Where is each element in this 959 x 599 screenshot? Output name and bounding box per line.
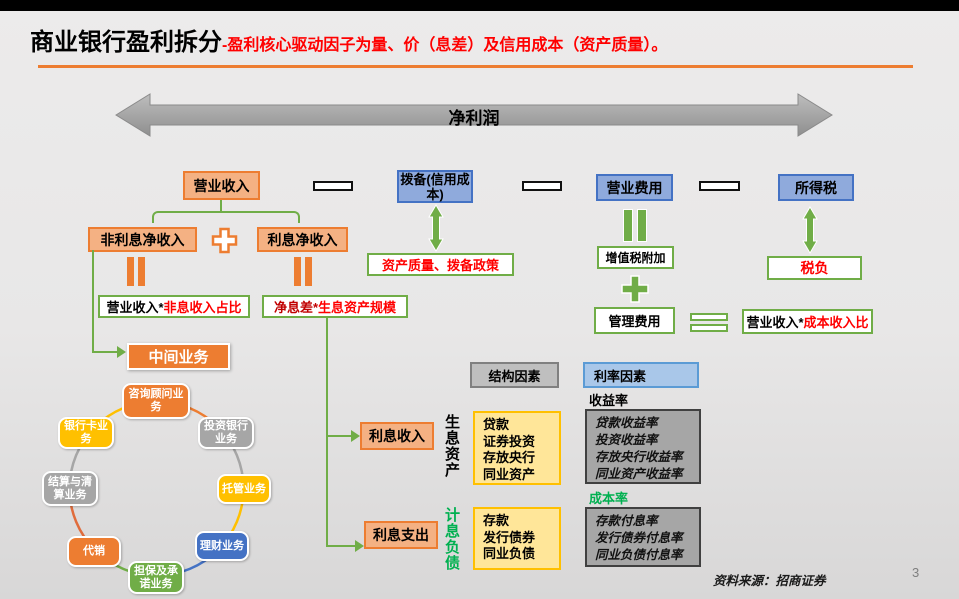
tax-burden-box: 税负 xyxy=(767,256,862,280)
minus-icon xyxy=(522,181,562,191)
list-item: 存款付息率 xyxy=(595,513,658,528)
driver-red-text: 生息资产规模 xyxy=(318,300,397,315)
interest-driver: 净息差*生息资产规模 xyxy=(262,295,408,318)
intermediate-business-box: 中间业务 xyxy=(127,343,230,370)
business-node: 托管业务 xyxy=(217,474,271,504)
connector-line xyxy=(326,435,352,437)
business-node: 结算与清算业务 xyxy=(42,471,98,506)
vertical-double-arrow-icon xyxy=(428,204,444,252)
earning-assets-label: 生息资产 xyxy=(443,414,460,478)
title-divider xyxy=(38,65,913,68)
vertical-double-arrow-icon xyxy=(802,206,818,254)
list-item: 贷款收益率 xyxy=(595,415,658,430)
split-bracket xyxy=(152,211,300,223)
interest-bearing-liabilities-label: 计息负债 xyxy=(443,507,460,571)
equals-icon xyxy=(292,257,314,291)
equals-icon xyxy=(621,209,649,247)
net-profit-label: 净利润 xyxy=(448,109,500,128)
driver-dark-text: 净息差* xyxy=(273,300,319,315)
driver-red-text: 非息收入占比 xyxy=(163,300,242,315)
business-node: 银行卡业务 xyxy=(58,417,114,449)
header: 商业银行盈利拆分-盈利核心驱动因子为量、价（息差）及信用成本（资产质量）。 xyxy=(30,22,667,57)
driver-red-text: 成本收入比 xyxy=(803,315,869,330)
provision-driver-box: 资产质量、拨备政策 xyxy=(367,253,514,276)
rate-factor-box: 利率因素 xyxy=(583,362,699,388)
bracket-stub xyxy=(220,200,222,211)
list-item: 发行债券付息率 xyxy=(595,530,683,545)
cost-rate-list: 存款付息率 发行债券付息率 同业负债付息率 xyxy=(585,507,701,567)
list-item: 同业负债 xyxy=(483,546,536,561)
list-item: 同业资产 xyxy=(483,466,536,482)
connector-line xyxy=(92,250,94,353)
interest-income-box: 利息收入 xyxy=(360,422,434,450)
equals-icon xyxy=(690,313,728,321)
equals-icon xyxy=(690,324,728,332)
vat-box: 增值税附加 xyxy=(597,246,674,269)
yield-title: 收益率 xyxy=(589,393,629,408)
arrowhead-icon xyxy=(355,540,364,552)
business-node: 咨询顾问业务 xyxy=(122,383,190,419)
non-interest-income-box: 非利息净收入 xyxy=(88,227,197,252)
plus-icon xyxy=(621,275,649,303)
list-item: 证券投资 xyxy=(483,433,536,449)
interest-income-net-box: 利息净收入 xyxy=(257,227,348,252)
earning-assets-list: 贷款 证券投资 存放央行 同业资产 xyxy=(473,411,561,485)
non-interest-driver: 营业收入*非息收入占比 xyxy=(98,295,250,318)
list-item: 同业负债付息率 xyxy=(595,547,683,562)
net-profit-arrow: 净利润 xyxy=(112,90,836,140)
arrowhead-icon xyxy=(351,430,360,442)
revenue-box: 营业收入 xyxy=(183,171,260,200)
list-item: 存放央行 xyxy=(483,450,536,465)
liabilities-list: 存款 发行债券 同业负债 xyxy=(473,507,561,570)
connector-line xyxy=(326,545,356,547)
list-item: 发行债券 xyxy=(483,529,536,545)
arrowhead-icon xyxy=(117,346,126,358)
structure-factor-box: 结构因素 xyxy=(470,362,559,388)
driver-black-text: 营业收入* xyxy=(746,315,804,330)
equals-icon xyxy=(125,257,147,291)
business-node: 投资银行业务 xyxy=(198,417,254,449)
list-item: 存款 xyxy=(483,513,510,528)
income-tax-box: 所得税 xyxy=(778,174,854,201)
plus-icon xyxy=(211,227,238,254)
double-arrow-icon xyxy=(115,93,833,137)
provision-box: 拨备(信用成本) xyxy=(397,170,473,203)
list-item: 投资收益率 xyxy=(595,432,658,447)
admin-expense-box: 管理费用 xyxy=(594,307,675,334)
page-subtitle: -盈利核心驱动因子为量、价（息差）及信用成本（资产质量）。 xyxy=(222,37,668,54)
connector-line xyxy=(92,351,118,353)
list-item: 贷款 xyxy=(483,417,510,432)
minus-icon xyxy=(699,181,740,191)
page-title: 商业银行盈利拆分 xyxy=(30,29,222,56)
source-note: 资料来源：招商证券 xyxy=(713,573,826,588)
page-number: 3 xyxy=(912,565,920,580)
yield-list: 贷款收益率 投资收益率 存放央行收益率 同业资产收益率 xyxy=(585,409,701,484)
connector-line xyxy=(326,318,328,547)
driver-black-text: 营业收入* xyxy=(106,300,164,315)
business-node: 代销 xyxy=(67,536,121,567)
cost-income-driver: 营业收入*成本收入比 xyxy=(742,309,873,334)
cost-rate-title: 成本率 xyxy=(589,491,629,506)
top-bar xyxy=(0,0,959,11)
interest-expense-box: 利息支出 xyxy=(364,521,438,549)
minus-icon xyxy=(313,181,353,191)
opex-box: 营业费用 xyxy=(596,174,673,201)
list-item: 同业资产收益率 xyxy=(595,466,683,481)
business-node: 担保及承诺业务 xyxy=(128,561,184,594)
list-item: 存放央行收益率 xyxy=(595,449,683,464)
business-node: 理财业务 xyxy=(195,531,249,561)
